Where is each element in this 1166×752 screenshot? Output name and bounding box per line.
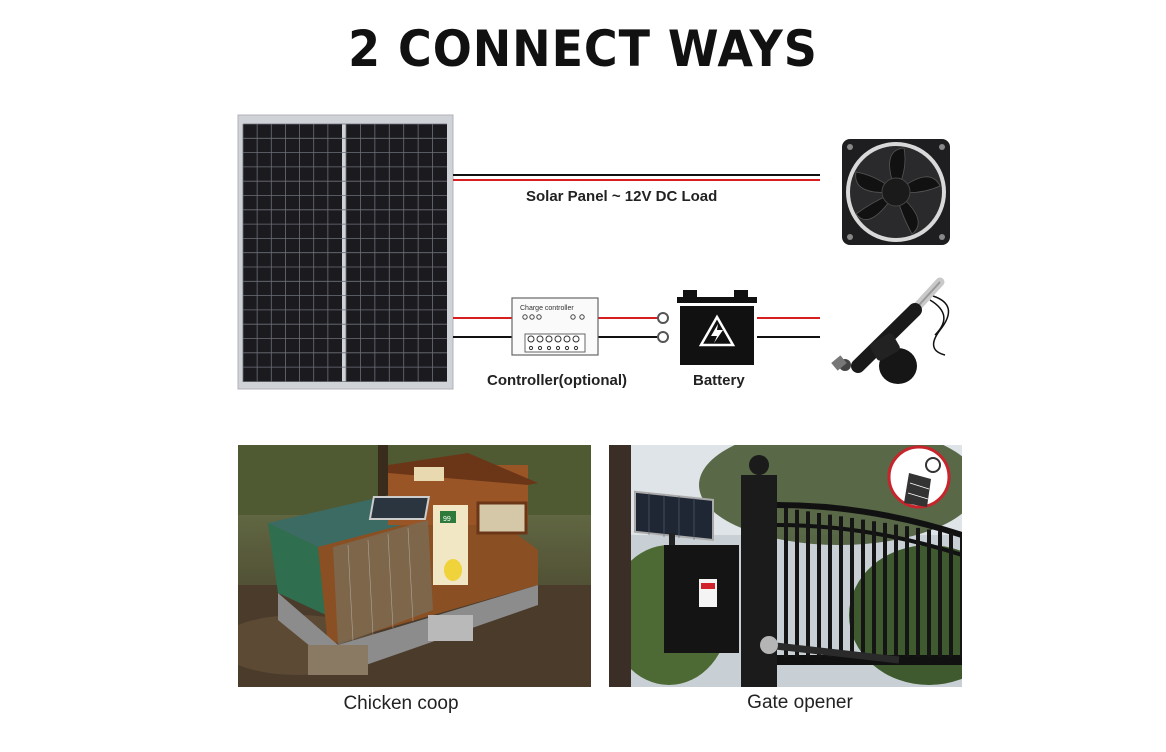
charge-controller-icon: Charge controller [511, 297, 599, 356]
gate-opener-photo [609, 445, 962, 687]
charge-controller-label: Charge controller [520, 305, 574, 312]
page-title: 2 CONNECT WAYS [348, 20, 818, 78]
battery-label: Battery [693, 372, 745, 389]
connection-diagram: Charge controller [237, 114, 950, 390]
chicken-coop-photo: 99 [238, 445, 591, 687]
linear-actuator-icon [831, 277, 950, 384]
direct-connection-label: Solar Panel ~ 12V DC Load [526, 188, 718, 205]
controller-label: Controller(optional) [487, 372, 627, 389]
solar-panel-icon [237, 114, 454, 390]
sun-panel-badge-glyph [904, 457, 941, 507]
direct-wires [453, 174, 820, 181]
coop-sign-text: 99 [443, 516, 451, 523]
fan-icon [842, 139, 950, 245]
chicken-coop-caption: Chicken coop [343, 693, 459, 714]
battery-wires [453, 312, 820, 343]
battery-icon [677, 290, 757, 365]
gate-opener-caption: Gate opener [747, 692, 853, 713]
